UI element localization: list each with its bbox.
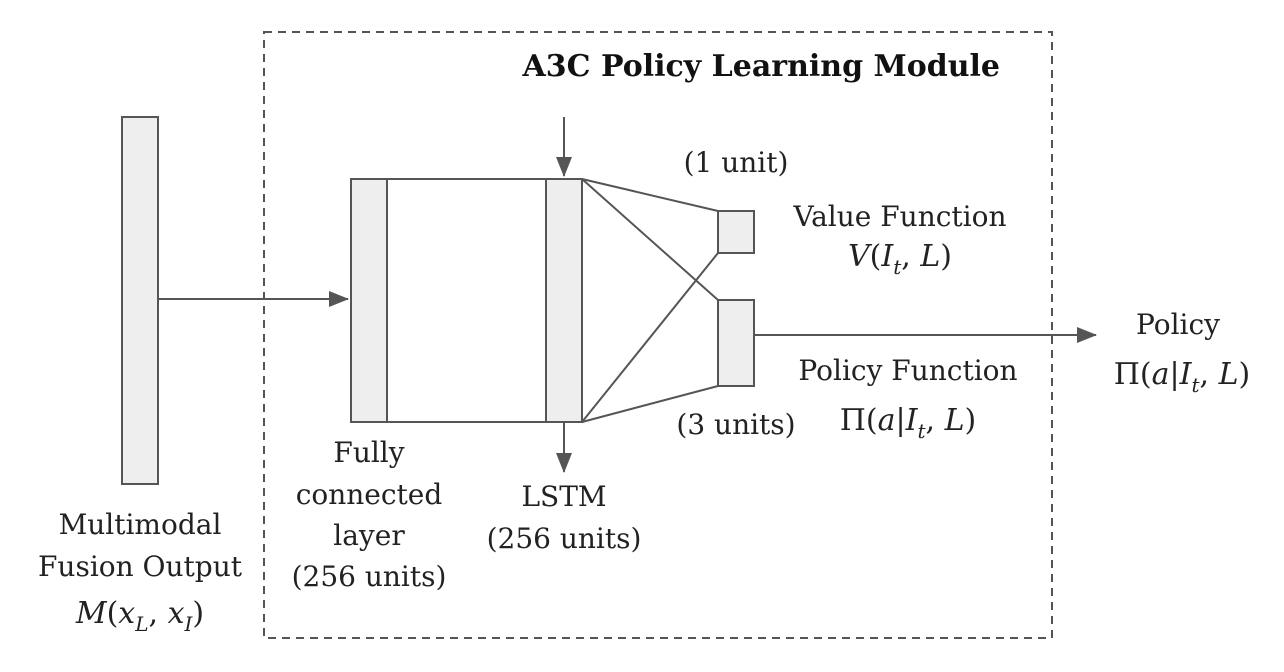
fc-label-line4: (256 units)	[292, 560, 447, 593]
fusion-label-line1: Multimodal	[59, 508, 222, 541]
module-title: A3C Policy Learning Module	[521, 49, 1000, 84]
policy-head-box	[717, 299, 755, 387]
fc-layer-bar	[350, 178, 388, 423]
output-policy-formula: Π(a|It, L)	[1114, 357, 1251, 397]
fusion-output-bar	[121, 116, 159, 485]
lstm-label-line1: LSTM	[521, 480, 606, 513]
lstm-bottom-to-value	[581, 252, 719, 423]
output-policy-label: Policy	[1136, 308, 1220, 341]
fc-label-line1: Fully	[333, 436, 404, 469]
policy-function-label: Policy Function	[798, 354, 1017, 387]
module-boundary	[263, 31, 1053, 639]
lstm-top-to-policy	[581, 178, 719, 301]
lstm-label-line2: (256 units)	[487, 522, 642, 555]
fusion-formula: M(xL, xI)	[75, 596, 204, 636]
value-head-box	[717, 210, 755, 254]
fc-label-line3: layer	[333, 519, 405, 552]
lstm-top-to-value	[581, 178, 719, 212]
value-function-formula: V(It, L)	[848, 239, 952, 279]
fc-label-line2: connected	[296, 478, 443, 511]
policy-function-formula: Π(a|It, L)	[840, 403, 977, 443]
lstm-bar	[545, 178, 583, 423]
fusion-label-line2: Fusion Output	[38, 550, 243, 583]
value-units-label: (1 unit)	[684, 146, 789, 179]
lstm-bottom-to-policy	[581, 385, 719, 423]
value-function-label: Value Function	[792, 200, 1006, 233]
policy-units-label: (3 units)	[676, 408, 795, 441]
